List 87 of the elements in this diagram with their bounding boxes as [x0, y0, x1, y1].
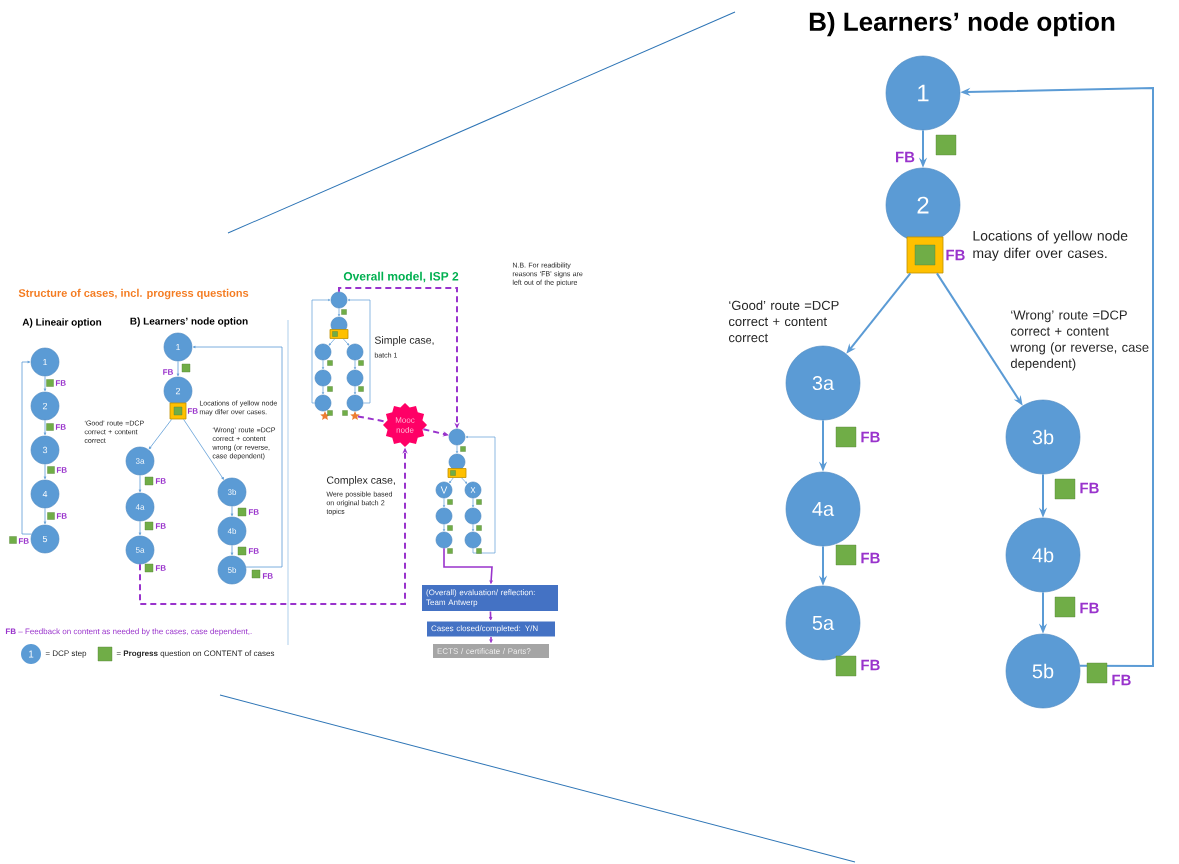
arrow — [442, 523, 446, 532]
fb-label: FB — [163, 369, 173, 375]
fb-label: FB — [55, 380, 66, 386]
arrow — [230, 505, 234, 517]
arrow — [471, 523, 475, 532]
fb-label: FB — [248, 548, 259, 554]
arrow — [311, 298, 331, 404]
step-circle — [330, 291, 348, 309]
arrow — [455, 444, 459, 454]
diagram-title: Structure of cases, incl. progress questions — [18, 288, 249, 300]
arrow — [347, 298, 371, 404]
fb-label: FB — [55, 424, 66, 430]
arrow — [148, 419, 172, 450]
arrow — [442, 497, 446, 508]
step-circle — [435, 531, 453, 549]
arrow — [461, 477, 468, 484]
progress-node-box — [447, 468, 467, 478]
arrow — [192, 345, 283, 568]
fb-label: FB — [861, 552, 880, 564]
legend-text: = Progress question on CONTENT of cases — [116, 650, 275, 658]
step-circle — [314, 369, 332, 387]
fb-label: FB — [248, 509, 259, 515]
process-box: ECTS / certificate / Parts? — [433, 644, 549, 658]
fb-label: FB — [155, 565, 166, 571]
fb-label: FB — [56, 513, 67, 519]
arrow — [43, 419, 47, 436]
note-text: Locations of yellow node may difer over cases. — [973, 230, 1128, 261]
step-circle — [448, 428, 466, 446]
section-heading: A) Lineair option — [22, 318, 102, 328]
fb-label: FB — [262, 573, 273, 579]
star-marker — [350, 411, 360, 421]
process-box: Cases closed/completed: Y/N — [427, 621, 555, 637]
arrow — [465, 435, 496, 554]
step-circle — [435, 507, 453, 525]
star-marker — [320, 411, 330, 421]
model-heading: Overall model, ISP 2 — [343, 271, 459, 283]
fb-label: FB — [155, 478, 166, 484]
legend-text: = DCP step — [45, 650, 87, 658]
fb-label: FB — [18, 538, 29, 544]
route-label: ‘Good’ route =DCP correct + content correct — [728, 300, 839, 343]
arrow — [43, 463, 47, 480]
arrow — [353, 385, 357, 395]
fb-label: FB — [56, 467, 67, 473]
fb-label: FB — [1080, 482, 1099, 494]
section-heading: B) Learners’ node option — [130, 317, 248, 327]
arrow — [321, 385, 325, 395]
case-heading: Complex case, — [326, 476, 395, 486]
arrow — [321, 359, 325, 370]
arrow — [337, 307, 341, 317]
step-circle — [314, 343, 332, 361]
legend-note: FB – Feedback on content as needed by the cases, case dependent,. — [5, 628, 252, 636]
arrow — [343, 338, 350, 346]
arrow — [176, 360, 180, 377]
arrow — [328, 338, 335, 346]
case-heading: Simple case, — [374, 336, 434, 346]
fb-label: FB — [946, 249, 965, 261]
route-label: ‘Wrong’ route =DCP correct + content wrong (or reverse, case dependent) — [1010, 310, 1149, 371]
process-box: (Overall) evaluation/ reflection: Team Antwerp — [422, 585, 558, 611]
step-circle — [448, 453, 466, 471]
fb-label: FB — [896, 151, 915, 163]
arrow — [43, 375, 47, 392]
fb-label: FB — [1080, 602, 1099, 614]
arrow — [489, 636, 493, 643]
arrow — [230, 544, 234, 556]
step-circle — [346, 369, 364, 387]
step-circle — [464, 531, 482, 549]
arrow — [138, 474, 142, 493]
step-circle — [314, 394, 332, 412]
step-circle — [346, 343, 364, 361]
arrow — [471, 497, 475, 508]
step-circle — [464, 507, 482, 525]
arrow — [43, 507, 47, 525]
arrow — [449, 477, 454, 484]
legend-number: 1 — [29, 650, 34, 658]
fb-label: FB — [187, 408, 198, 414]
arrow — [443, 547, 493, 584]
fb-label: FB — [1112, 674, 1131, 686]
fb-label: FB — [861, 431, 880, 443]
step-circle — [346, 394, 364, 412]
arrow — [488, 610, 493, 621]
starburst-node: Mooc node — [383, 403, 427, 447]
fb-label: FB — [861, 659, 880, 671]
fb-label: FB — [155, 523, 166, 529]
arrow — [183, 419, 224, 480]
arrow — [138, 520, 142, 536]
arrow — [353, 359, 357, 370]
arrow — [21, 360, 32, 535]
